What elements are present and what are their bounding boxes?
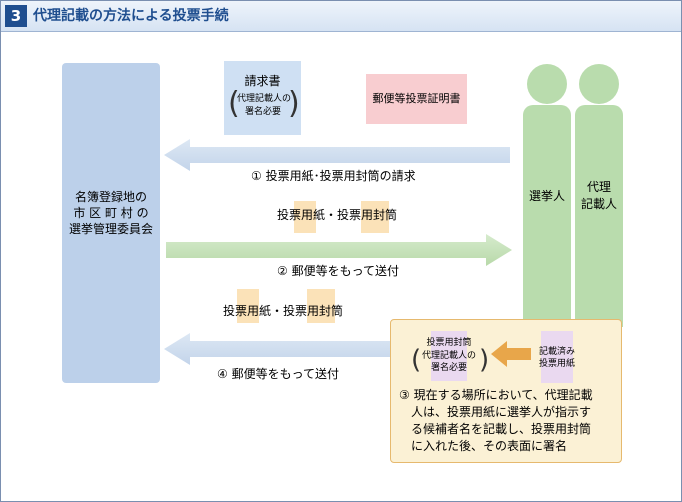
- request-form-brace-left: (: [228, 86, 240, 121]
- page-title: 代理記載の方法による投票手続: [33, 8, 229, 24]
- proxy-writer-label-line-1: 代理: [586, 180, 611, 194]
- step4-label: ④ 郵便等をもって送付: [217, 367, 339, 381]
- ballot-set-label-2: 投票用紙・投票用封筒: [223, 304, 344, 318]
- signed-envelope-note-line-2: 署名必要: [430, 363, 467, 373]
- ballot-envelope-icon-1: [361, 201, 389, 233]
- signed-envelope-brace-left: (: [411, 345, 422, 375]
- signed-envelope-brace-right: ): [479, 345, 490, 375]
- committee-line-2: 市 区 町 村 の: [73, 206, 149, 220]
- proxy-writer-head: [579, 64, 619, 104]
- proxy-writer-label-line-2: 記載人: [580, 197, 617, 211]
- election-committee-block: [62, 63, 160, 383]
- step3-text-line-4: に入れた後、その表面に署名: [411, 439, 568, 453]
- request-form-doc: [224, 61, 301, 135]
- election-committee-label: 名簿登録地の 市 区 町 村 の 選挙管理委員会: [62, 189, 160, 237]
- header-bar: 3 代理記載の方法による投票手続: [1, 1, 681, 32]
- postal-voting-certificate-label: 郵便等投票証明書: [372, 92, 461, 105]
- ballot-paper-icon-1: [294, 201, 316, 233]
- arrow-step1: [164, 139, 510, 171]
- proxy-writer-label: 代理 記載人: [575, 179, 623, 213]
- signed-envelope-icon: [431, 331, 467, 381]
- request-form-note-line-2: 署名必要: [244, 107, 281, 117]
- arrow-step2: [166, 234, 512, 266]
- step2-label: ② 郵便等をもって送付: [277, 264, 399, 278]
- postal-voting-certificate-doc: [366, 74, 467, 124]
- signed-envelope-title: 投票用封筒: [426, 338, 472, 348]
- committee-line-3: 選挙管理委員会: [68, 222, 153, 236]
- request-form-brace-right: ): [288, 86, 300, 121]
- filled-ballot-icon: [541, 331, 573, 383]
- step1-label: ① 投票用紙･投票用封筒の請求: [251, 169, 416, 183]
- voter-body: [523, 105, 571, 327]
- ballot-paper-icon-2: [237, 289, 259, 323]
- filled-ballot-line-1: 記載済み: [538, 347, 575, 357]
- signed-envelope-note-line-1: 代理記載人の: [421, 351, 476, 361]
- insert-arrow: [491, 341, 531, 367]
- section-number-badge: 3: [5, 5, 27, 27]
- ballot-envelope-icon-2: [307, 289, 335, 323]
- arrow-step4: [164, 333, 392, 365]
- filled-ballot-line-2: 投票用紙: [538, 359, 575, 369]
- ballot-set-label-1: 投票用紙・投票用封筒: [277, 208, 398, 222]
- request-form-note-line-1: 代理記載人の: [237, 94, 292, 104]
- step3-text-line-1: ③ 現在する場所において、代理記載: [399, 388, 593, 402]
- voter-label: 選挙人: [528, 189, 565, 203]
- step3-text-line-2: 人は、投票用紙に選挙人が指示す: [411, 405, 592, 419]
- step3-text-line-3: る候補者名を記載し、投票用封筒: [411, 422, 592, 436]
- proxy-writer-body: [575, 105, 623, 327]
- committee-line-1: 名簿登録地の: [74, 190, 147, 204]
- voter-head: [527, 64, 567, 104]
- request-form-title: 請求書: [244, 74, 281, 88]
